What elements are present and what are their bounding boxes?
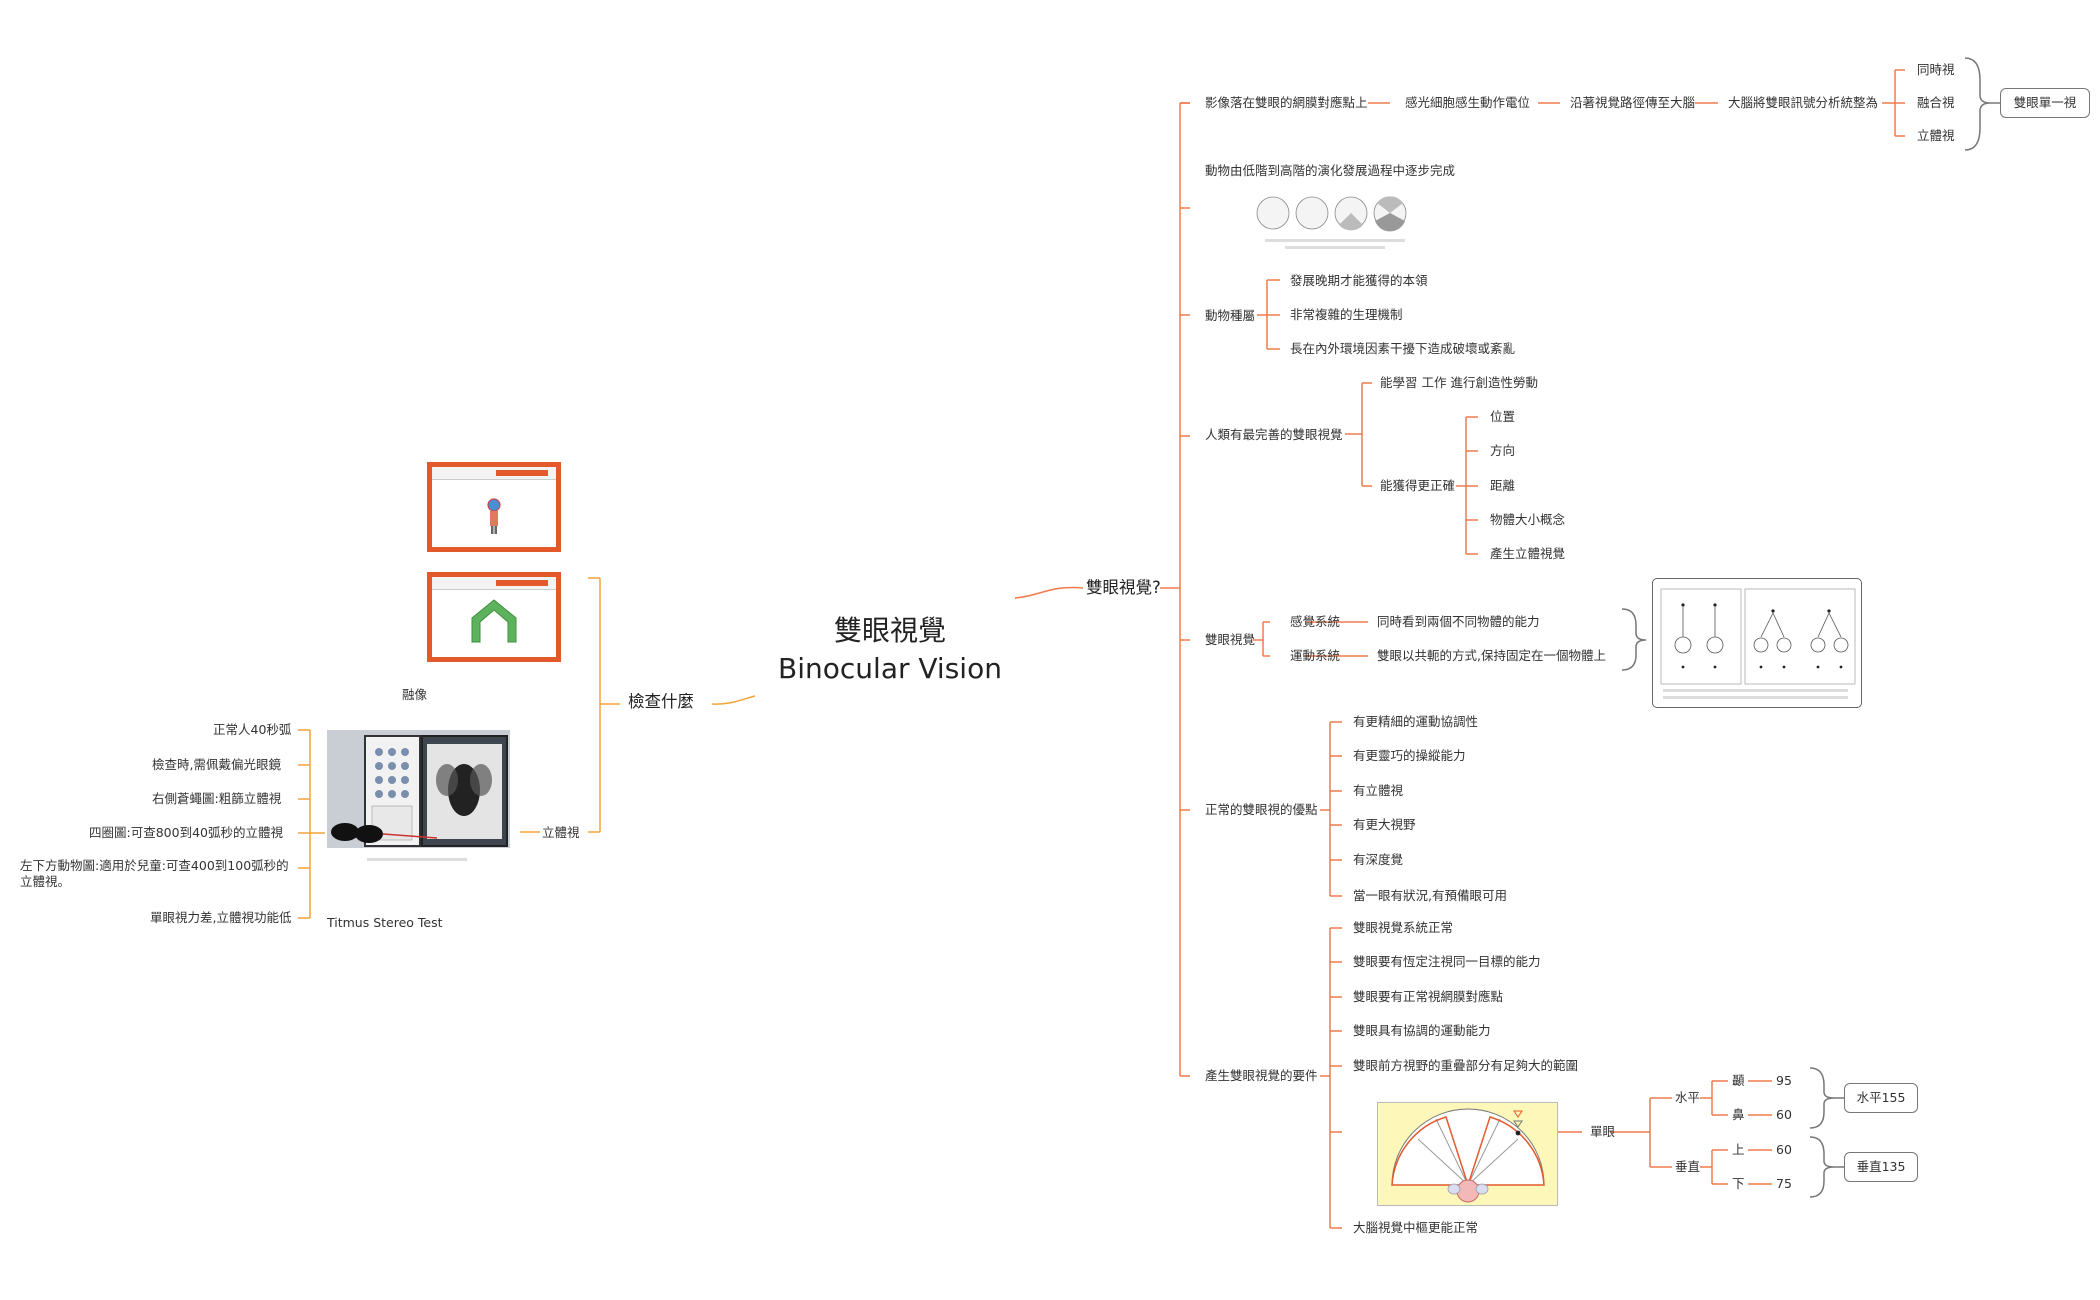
topic-system-normal[interactable]: 雙眼視覺系統正常 xyxy=(1353,920,1454,935)
topic-temporal[interactable]: 顳 xyxy=(1732,1073,1745,1088)
topic-learning-work[interactable]: 能學習 工作 進行創造性勞動 xyxy=(1380,375,1538,390)
fusion-figure-image xyxy=(487,498,501,534)
topic-monocular[interactable]: 單眼 xyxy=(1590,1124,1616,1139)
topic-stable-fixation[interactable]: 雙眼要有恆定注視同一目標的能力 xyxy=(1353,954,1541,969)
summary-vertical-135[interactable]: 垂直135 xyxy=(1844,1152,1918,1182)
topic-dexterity[interactable]: 有更靈巧的操縱能力 xyxy=(1353,748,1466,763)
note-animals-children[interactable]: 左下方動物圖:適用於兒童:可查400到100弧秒的立體視。 xyxy=(20,858,289,889)
topic-sensory-system[interactable]: 感覺系統 xyxy=(1290,614,1341,629)
central-topic[interactable]: 雙眼視覺 Binocular Vision xyxy=(760,612,1020,688)
topic-field-overlap[interactable]: 雙眼前方視野的重疊部分有足夠大的範圍 xyxy=(1353,1058,1579,1073)
titmus-photo-svg xyxy=(327,730,510,861)
topic-coordinated-movement[interactable]: 雙眼具有協調的運動能力 xyxy=(1353,1023,1491,1038)
summary-braces xyxy=(1621,57,2000,1198)
visual-field-figure xyxy=(1377,1102,1558,1206)
fusion-card-toolbar-mark xyxy=(496,470,548,476)
titmus-stereo-test-image xyxy=(327,730,510,905)
topic-stereopsis-check[interactable]: 立體視 xyxy=(542,825,580,840)
right-branch-lines xyxy=(1014,69,1905,1229)
topic-horizontal[interactable]: 水平 xyxy=(1675,1090,1701,1105)
note-monocular-poor[interactable]: 單眼視力差,立體視功能低 xyxy=(150,910,292,925)
topic-more-accurate[interactable]: 能獲得更正確 xyxy=(1380,478,1456,493)
fusion-card-figure xyxy=(427,462,561,552)
note-normal-40-arcsec[interactable]: 正常人40秒弧 xyxy=(213,722,292,737)
titmus-caption: Titmus Stereo Test xyxy=(327,915,443,930)
value-nasal[interactable]: 60 xyxy=(1776,1107,1792,1122)
eye-diagram-image xyxy=(1660,588,1856,699)
topic-object-size[interactable]: 物體大小概念 xyxy=(1490,512,1566,527)
topic-binocular-advantages[interactable]: 正常的雙眼視的優點 xyxy=(1205,802,1318,817)
topic-direction[interactable]: 方向 xyxy=(1490,443,1516,458)
topic-vertical[interactable]: 垂直 xyxy=(1675,1159,1701,1174)
topic-disruption[interactable]: 長在內外環境因素干擾下造成破壞或紊亂 xyxy=(1290,341,1516,356)
topic-fusion-vision[interactable]: 融合視 xyxy=(1917,95,1955,110)
note-circles-800-40[interactable]: 四圈圖:可查800到40弧秒的立體視 xyxy=(89,825,283,840)
house-card-toolbar-mark xyxy=(496,580,548,586)
note-fly-screening[interactable]: 右側蒼蠅圖:粗篩立體視 xyxy=(152,791,282,806)
fusion-card-house xyxy=(427,572,561,662)
evolution-figure xyxy=(1255,195,1415,255)
central-title-zh: 雙眼視覺 xyxy=(833,614,946,647)
value-upper[interactable]: 60 xyxy=(1776,1142,1792,1157)
summary-single-binocular-vision[interactable]: 雙眼單一視 xyxy=(2000,88,2090,118)
topic-retina-correspondence[interactable]: 影像落在雙眼的網膜對應點上 xyxy=(1205,95,1368,110)
topic-visual-cortex[interactable]: 大腦視覺中樞更能正常 xyxy=(1353,1220,1479,1235)
topic-complex-mechanism[interactable]: 非常複雜的生理機制 xyxy=(1290,307,1403,322)
topic-late-development[interactable]: 發展晚期才能獲得的本領 xyxy=(1290,273,1428,288)
visual-field-image xyxy=(1391,1108,1545,1203)
central-title-en: Binocular Vision xyxy=(778,652,1002,685)
topic-human-binocular[interactable]: 人類有最完善的雙眼視覺 xyxy=(1205,427,1343,442)
topic-distance[interactable]: 距離 xyxy=(1490,478,1516,493)
topic-depth-perception[interactable]: 有深度覺 xyxy=(1353,852,1404,867)
evolution-eye-fields-image xyxy=(1256,196,1407,249)
topic-conjugate-fixation[interactable]: 雙眼以共軛的方式,保持固定在一個物體上 xyxy=(1377,648,1606,663)
fusion-house-image xyxy=(471,599,517,643)
topic-position[interactable]: 位置 xyxy=(1490,409,1516,424)
topic-stereo[interactable]: 有立體視 xyxy=(1353,783,1404,798)
topic-evolution[interactable]: 動物由低階到高階的演化發展過程中逐步完成 xyxy=(1205,163,1456,178)
topic-stereo-vision[interactable]: 立體視 xyxy=(1917,128,1955,143)
topic-fine-coordination[interactable]: 有更精細的運動協調性 xyxy=(1353,714,1479,729)
value-temporal[interactable]: 95 xyxy=(1776,1073,1792,1088)
topic-binocular-vision[interactable]: 雙眼視覺 xyxy=(1205,632,1256,647)
topic-simultaneous-perception[interactable]: 同時看到兩個不同物體的能力 xyxy=(1377,614,1540,629)
topic-wider-field[interactable]: 有更大視野 xyxy=(1353,817,1416,832)
topic-stereopsis[interactable]: 產生立體視覺 xyxy=(1490,546,1566,561)
left-branch-lines xyxy=(298,577,756,919)
note-polarized-glasses[interactable]: 檢查時,需佩戴偏光眼鏡 xyxy=(152,757,281,772)
topic-motor-system[interactable]: 運動系統 xyxy=(1290,648,1341,663)
topic-simultaneous-vision[interactable]: 同時視 xyxy=(1917,62,1955,77)
topic-brain-integration[interactable]: 大腦將雙眼訊號分析統整為 xyxy=(1728,95,1879,110)
value-lower[interactable]: 75 xyxy=(1776,1176,1792,1191)
summary-horizontal-155[interactable]: 水平155 xyxy=(1844,1083,1918,1113)
eye-fixation-figure xyxy=(1652,578,1862,708)
topic-spare-eye[interactable]: 當一眼有狀況,有預備眼可用 xyxy=(1353,888,1507,903)
topic-lower[interactable]: 下 xyxy=(1732,1176,1745,1191)
topic-upper[interactable]: 上 xyxy=(1732,1142,1745,1157)
topic-binocular-requirements[interactable]: 產生雙眼視覺的要件 xyxy=(1205,1068,1318,1083)
topic-fusion[interactable]: 融像 xyxy=(402,687,428,702)
main-topic-binocular-question[interactable]: 雙眼視覺? xyxy=(1086,578,1161,597)
topic-visual-pathway[interactable]: 沿著視覺路徑傳至大腦 xyxy=(1570,95,1696,110)
topic-nasal[interactable]: 鼻 xyxy=(1732,1107,1745,1122)
main-topic-what-to-check[interactable]: 檢查什麼 xyxy=(628,692,694,711)
topic-animal-species[interactable]: 動物種屬 xyxy=(1205,308,1256,323)
topic-action-potential[interactable]: 感光細胞感生動作電位 xyxy=(1405,95,1531,110)
topic-normal-correspondence[interactable]: 雙眼要有正常視網膜對應點 xyxy=(1353,989,1504,1004)
